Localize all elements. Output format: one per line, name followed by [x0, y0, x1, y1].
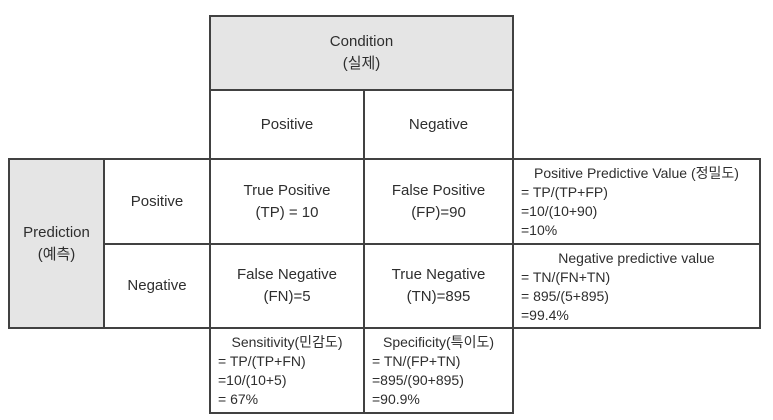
negative-predictive-value-box: Negative predictive value = TN/(FN+TN) =… [512, 243, 761, 329]
specificity-formula: = TN/(FP+TN) [372, 353, 461, 369]
npv-title: Negative predictive value [558, 250, 715, 266]
ppv-calculation: =10/(10+90) [521, 203, 598, 219]
prediction-row-positive: Positive [103, 158, 211, 245]
ppv-result: =10% [521, 222, 558, 238]
sensitivity-box: Sensitivity(민감도) = TP/(TP+FN) =10/(10+5)… [209, 327, 365, 414]
condition-column-positive: Positive [209, 89, 365, 160]
condition-column-positive-label: Positive [260, 115, 314, 133]
specificity-result: =90.9% [372, 391, 420, 407]
npv-calculation: = 895/(5+895) [521, 288, 609, 304]
prediction-header-line2: (예측) [37, 245, 76, 263]
true-negative-cell: True Negative (TN)=895 [363, 243, 514, 329]
condition-header-line1: Condition [329, 33, 394, 50]
false-negative-value: (FN)=5 [263, 288, 311, 305]
prediction-row-positive-label: Positive [130, 192, 184, 210]
positive-predictive-value-box: Positive Predictive Value (정밀도) = TP/(TP… [512, 158, 761, 245]
sensitivity-result: = 67% [218, 391, 259, 407]
false-negative-label: False Negative [236, 266, 338, 283]
prediction-header-line1: Prediction [23, 223, 90, 241]
condition-header-line2: (실제) [342, 55, 381, 72]
ppv-formula: = TP/(TP+FP) [521, 184, 608, 200]
sensitivity-title: Sensitivity(민감도) [231, 334, 343, 350]
specificity-calculation: =895/(90+895) [372, 372, 464, 388]
ppv-title: Positive Predictive Value (정밀도) [534, 165, 739, 181]
npv-result: =99.4% [521, 307, 569, 323]
condition-column-negative-label: Negative [408, 115, 469, 133]
sensitivity-calculation: =10/(10+5) [218, 372, 287, 388]
condition-column-negative: Negative [363, 89, 514, 160]
specificity-title: Specificity(특이도) [383, 334, 494, 350]
npv-formula: = TN/(FN+TN) [521, 269, 611, 285]
false-positive-label: False Positive [391, 181, 486, 199]
specificity-box: Specificity(특이도) = TN/(FP+TN) =895/(90+8… [363, 327, 514, 414]
true-negative-label: True Negative [391, 266, 486, 283]
true-positive-label: True Positive [243, 181, 331, 199]
false-positive-value: (FP)=90 [411, 203, 466, 221]
prediction-row-negative: Negative [103, 243, 211, 329]
prediction-header: Prediction (예측) [8, 158, 105, 329]
false-positive-cell: False Positive (FP)=90 [363, 158, 514, 245]
condition-header: Condition (실제) [209, 15, 514, 91]
false-negative-cell: False Negative (FN)=5 [209, 243, 365, 329]
prediction-row-negative-label: Negative [127, 277, 187, 294]
sensitivity-formula: = TP/(TP+FN) [218, 353, 306, 369]
true-positive-value: (TP) = 10 [255, 203, 319, 221]
true-positive-cell: True Positive (TP) = 10 [209, 158, 365, 245]
true-negative-value: (TN)=895 [406, 288, 471, 305]
